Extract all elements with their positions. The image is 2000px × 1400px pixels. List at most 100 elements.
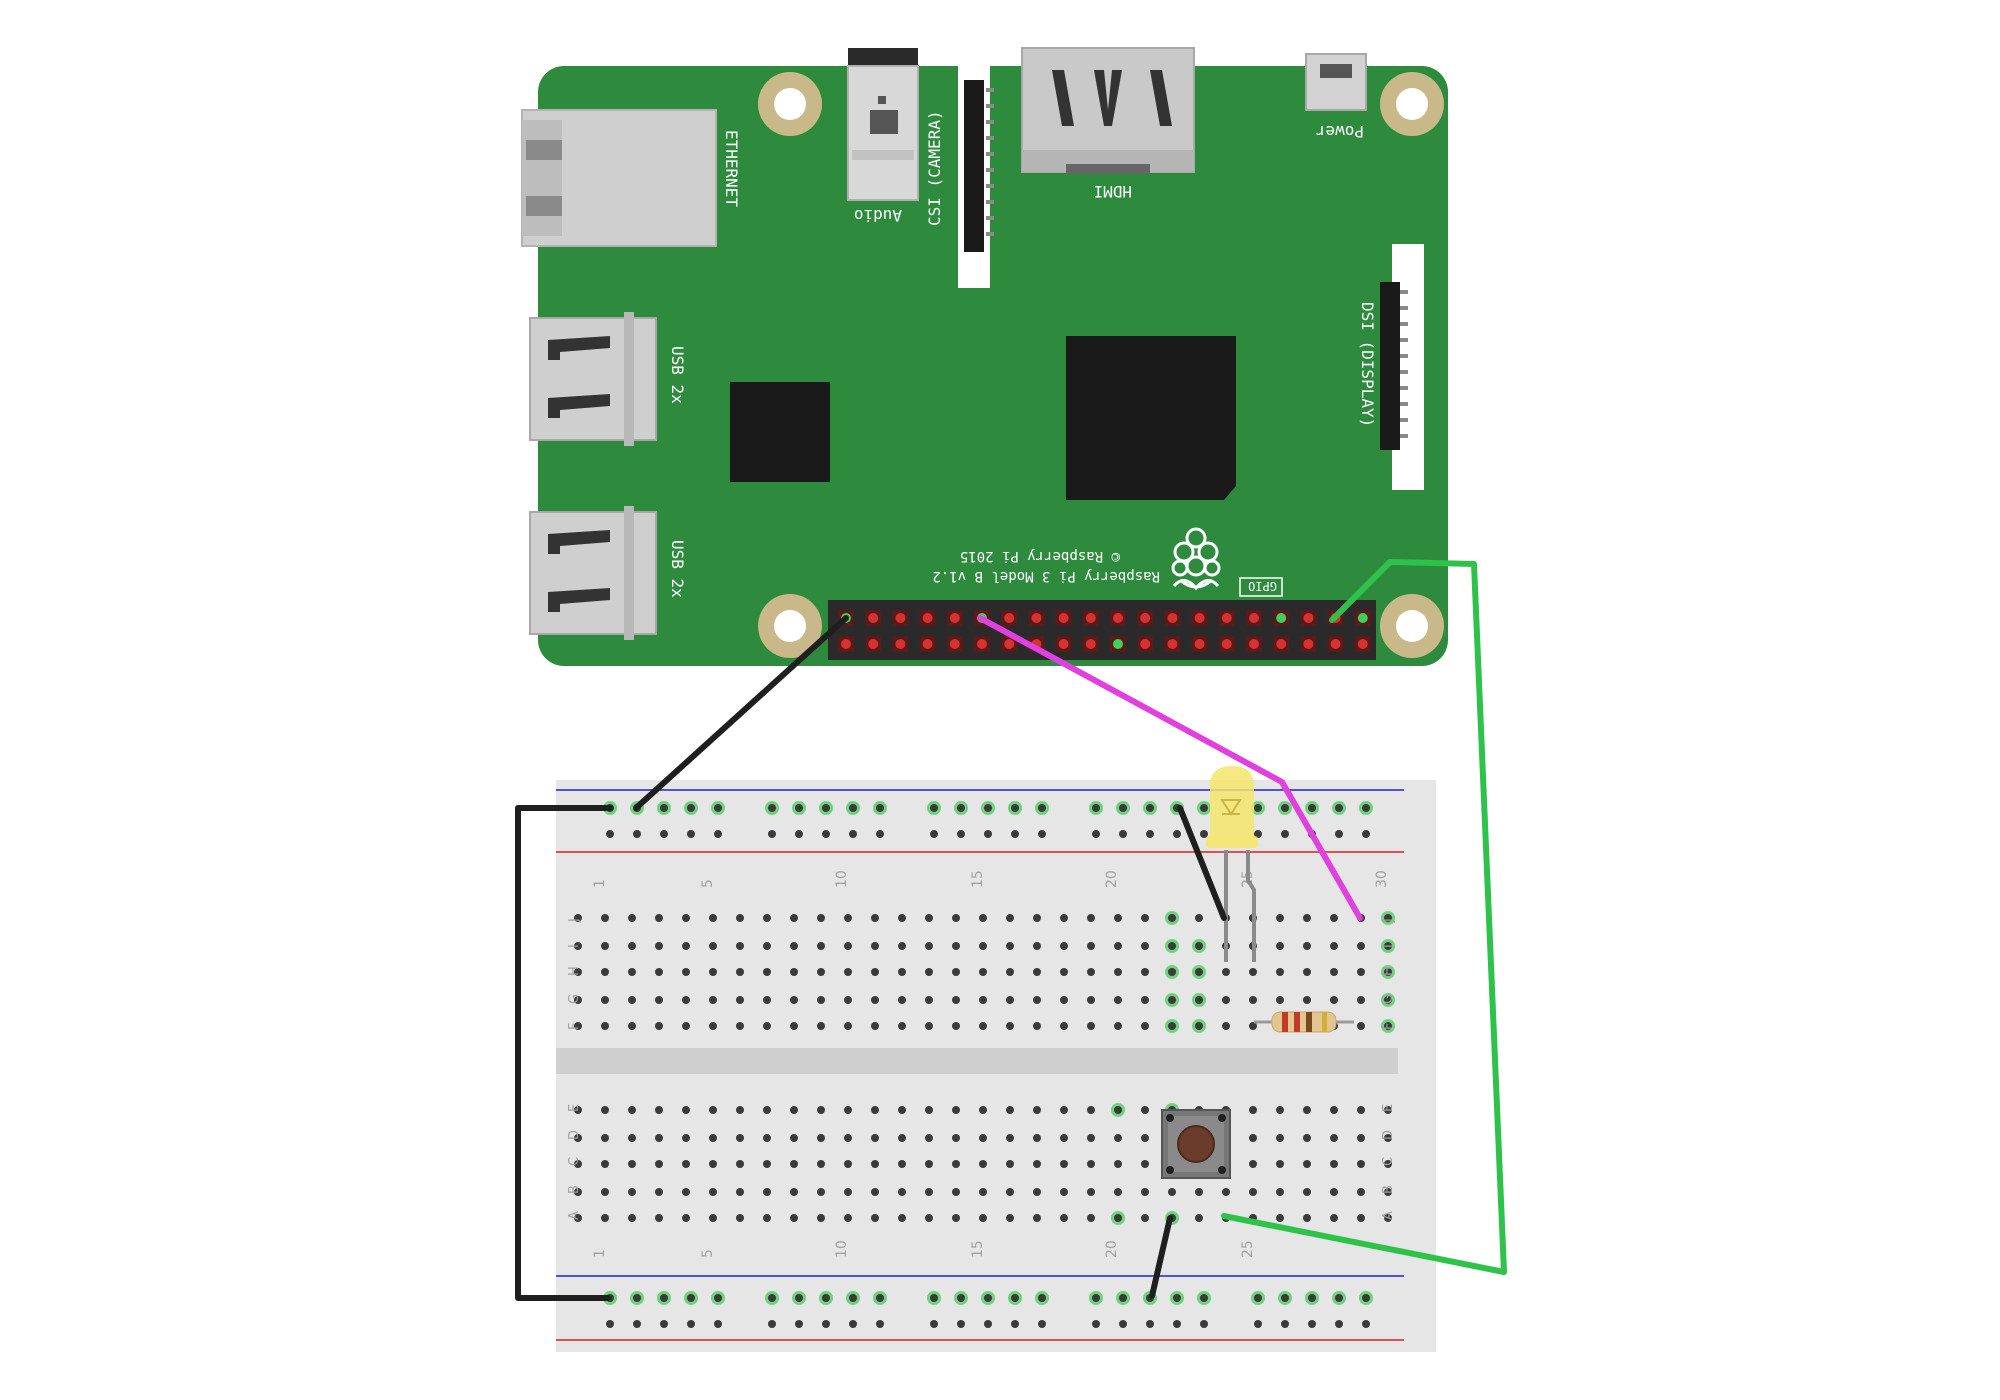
gpio-pin	[1276, 613, 1287, 623]
breadboard-hole	[1222, 968, 1230, 976]
breadboard-hole	[1384, 1106, 1392, 1114]
breadboard-hole	[1114, 942, 1122, 950]
breadboard-hole	[898, 1022, 906, 1030]
breadboard-hole	[817, 1134, 825, 1142]
gpio-pin	[922, 613, 933, 623]
breadboard-hole	[682, 1022, 690, 1030]
breadboard-hole	[1330, 1214, 1338, 1222]
breadboard-hole	[1087, 1160, 1095, 1168]
breadboard-hole	[606, 830, 614, 838]
breadboard-hole	[709, 1188, 717, 1196]
breadboard-hole	[1173, 1320, 1181, 1328]
breadboard-hole	[1276, 1214, 1284, 1222]
breadboard-hole	[1060, 996, 1068, 1004]
breadboard-hole	[601, 1134, 609, 1142]
row-letter-G-right: G	[1381, 994, 1396, 1004]
col-num-top-20: 20	[1104, 870, 1120, 888]
breadboard-hole	[1060, 1214, 1068, 1222]
row-letter-J: J	[567, 918, 582, 923]
pcb	[538, 66, 1448, 666]
breadboard-hole	[1141, 1106, 1149, 1114]
breadboard-hole	[925, 942, 933, 950]
breadboard-center-channel	[556, 1048, 1398, 1074]
breadboard-hole	[1276, 914, 1284, 922]
breadboard-hole	[1249, 1134, 1257, 1142]
breadboard-hole	[1168, 996, 1176, 1004]
csi-label: CSI (CAMERA)	[925, 110, 944, 226]
breadboard-hole	[876, 804, 884, 812]
breadboard-hole	[1141, 942, 1149, 950]
breadboard-hole	[628, 1188, 636, 1196]
breadboard-hole	[1060, 968, 1068, 976]
gpio-pin	[895, 639, 906, 649]
breadboard-hole	[768, 830, 776, 838]
breadboard-hole	[1114, 1214, 1122, 1222]
breadboard-hole	[1087, 1022, 1095, 1030]
breadboard-hole	[709, 1160, 717, 1168]
breadboard-hole	[736, 942, 744, 950]
breadboard-hole	[763, 996, 771, 1004]
breadboard-hole	[930, 1294, 938, 1302]
breadboard-hole	[1087, 968, 1095, 976]
breadboard-hole	[925, 914, 933, 922]
breadboard-hole	[844, 914, 852, 922]
breadboard-hole	[682, 1188, 690, 1196]
breadboard-hole	[709, 1022, 717, 1030]
breadboard-hole	[1006, 1160, 1014, 1168]
soc-chip	[1066, 336, 1236, 500]
breadboard-hole	[1303, 1188, 1311, 1196]
breadboard-hole	[898, 1188, 906, 1196]
breadboard-hole	[655, 1214, 663, 1222]
breadboard-hole	[817, 1022, 825, 1030]
breadboard-hole	[1114, 914, 1122, 922]
yellow-led	[1206, 766, 1258, 962]
model-label: Raspberry Pi 3 Model B v1.2	[932, 568, 1160, 584]
breadboard-hole	[876, 1294, 884, 1302]
row-letter-E-right: E	[1381, 1104, 1396, 1112]
breadboard-hole	[871, 1214, 879, 1222]
breadboard-hole	[1141, 1214, 1149, 1222]
breadboard-hole	[1249, 1160, 1257, 1168]
gpio-pin	[1113, 613, 1123, 623]
breadboard-hole	[1006, 942, 1014, 950]
breadboard-hole	[1195, 996, 1203, 1004]
breadboard-hole	[714, 1294, 722, 1302]
breadboard-hole	[1249, 1188, 1257, 1196]
gpio-pin	[1004, 639, 1015, 649]
breadboard-hole	[1146, 1320, 1154, 1328]
breadboard-hole	[952, 914, 960, 922]
breadboard-hole	[574, 1214, 582, 1222]
breadboard-hole	[1384, 942, 1392, 950]
breadboard-hole	[628, 968, 636, 976]
gpio-pin	[1303, 639, 1314, 649]
push-button[interactable]	[1161, 1109, 1231, 1179]
breadboard-hole	[628, 1022, 636, 1030]
breadboard-hole	[1092, 1294, 1100, 1302]
breadboard-hole	[871, 968, 879, 976]
breadboard-hole	[687, 804, 695, 812]
breadboard-hole	[1038, 804, 1046, 812]
breadboard-hole	[1141, 996, 1149, 1004]
breadboard-hole	[790, 1214, 798, 1222]
breadboard-hole	[633, 830, 641, 838]
breadboard-hole	[844, 1188, 852, 1196]
breadboard-hole	[952, 996, 960, 1004]
breadboard-hole	[574, 1106, 582, 1114]
breadboard-hole	[844, 1134, 852, 1142]
breadboard-hole	[1119, 1294, 1127, 1302]
breadboard-hole	[790, 1022, 798, 1030]
breadboard-hole	[1276, 1160, 1284, 1168]
gpio-pin	[868, 639, 879, 649]
col-num-top-30: 30	[1374, 870, 1390, 888]
raspberry-logo-icon	[1171, 527, 1221, 591]
row-letter-C: C	[567, 1157, 582, 1166]
breadboard-hole	[979, 1160, 987, 1168]
breadboard-hole	[601, 968, 609, 976]
breadboard-hole	[979, 1022, 987, 1030]
gpio-pin	[1167, 613, 1178, 623]
breadboard-hole	[1195, 942, 1203, 950]
breadboard-hole	[790, 968, 798, 976]
breadboard-hole	[628, 1106, 636, 1114]
breadboard-hole	[1303, 1214, 1311, 1222]
breadboard-hole	[709, 968, 717, 976]
